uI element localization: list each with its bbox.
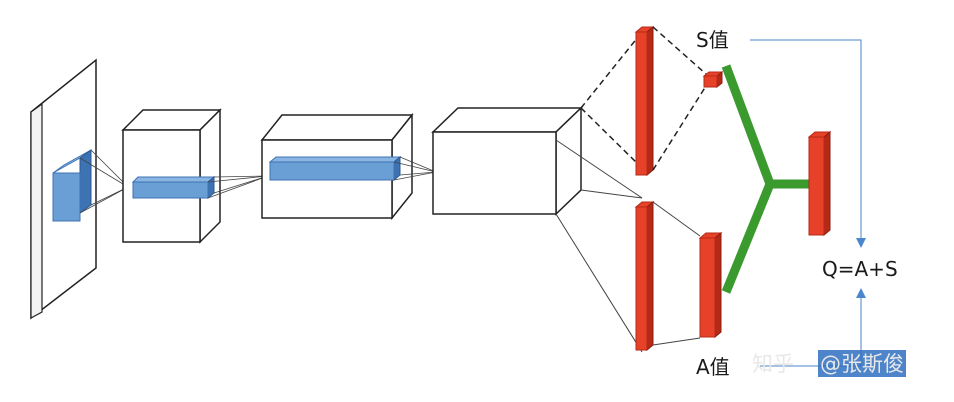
watermark-author: @张斯俊 — [820, 352, 904, 376]
conv-layer-3 — [431, 106, 583, 216]
watermark: 知乎 @张斯俊 — [752, 350, 906, 377]
watermark-author-highlight — [818, 350, 906, 377]
advantage-output-connections — [652, 201, 701, 346]
value-output-connections — [652, 26, 707, 171]
q-value-output-layer — [807, 130, 832, 237]
s-to-q-arrow — [750, 39, 866, 248]
projection-lines-1 — [79, 149, 129, 214]
conv-layer-2 — [260, 112, 414, 221]
a-value-label: A值 — [696, 355, 730, 379]
value-stream-fc — [634, 25, 655, 177]
watermark-site: 知乎 — [752, 352, 794, 376]
advantage-stream-fc — [634, 200, 655, 352]
state-value-node — [702, 70, 724, 89]
value-stream-connections — [580, 31, 643, 169]
input-image-layer — [30, 58, 97, 320]
conv2-filter — [268, 155, 402, 182]
s-value-label: S值 — [696, 28, 729, 52]
input-filter-cube — [52, 149, 92, 222]
aggregation-merge — [721, 64, 810, 294]
conv1-filter — [131, 175, 216, 200]
projection-lines-3 — [393, 156, 437, 181]
projection-lines-2 — [207, 175, 269, 199]
advantage-value-layer — [698, 231, 723, 339]
conv-layer-1 — [121, 108, 222, 244]
q-formula-label: Q=A+S — [822, 257, 898, 281]
advantage-stream-connections — [555, 139, 643, 353]
